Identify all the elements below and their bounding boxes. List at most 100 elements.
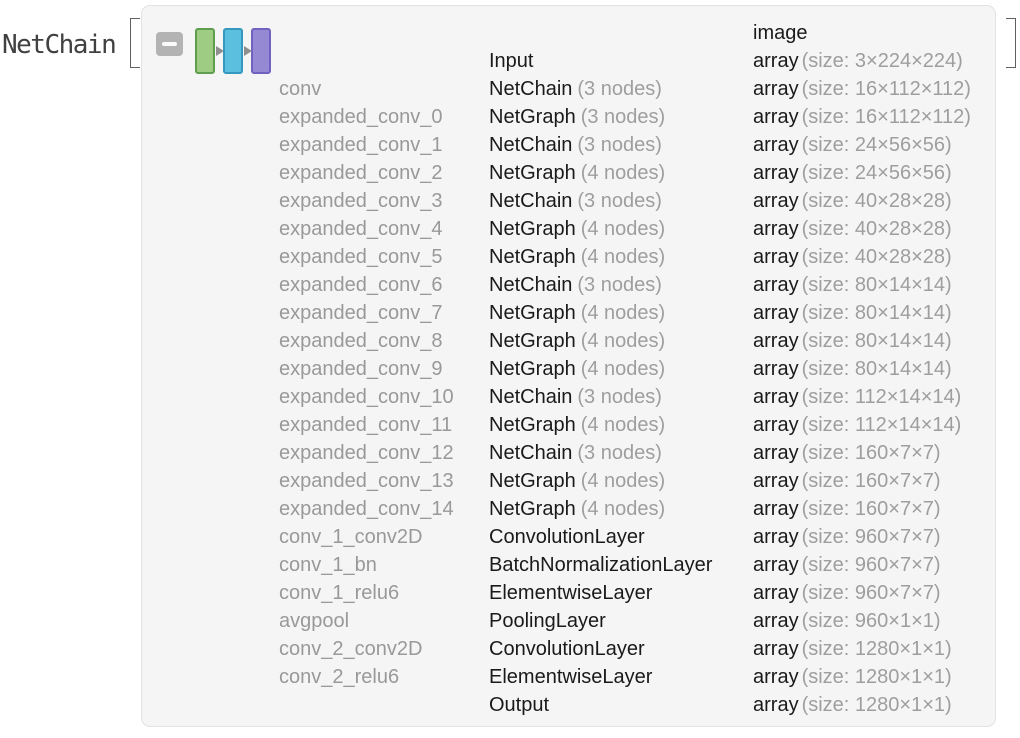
layer-name: expanded_conv_14	[279, 498, 454, 520]
table-row: expanded_conv_5 NetGraph(4 nodes) array(…	[142, 243, 995, 271]
open-bracket-glyph	[130, 18, 140, 68]
table-row: expanded_conv_3 NetChain(3 nodes) array(…	[142, 187, 995, 215]
output-size: array(size: 160×7×7)	[753, 498, 941, 520]
layer-node-count: (4 nodes)	[580, 162, 666, 184]
output-size: array(size: 1280×1×1)	[753, 666, 952, 688]
layer-type: ConvolutionLayer	[489, 526, 645, 548]
output-size: array(size: 40×28×28)	[753, 190, 952, 212]
layer-node-count: (4 nodes)	[580, 470, 666, 492]
layer-type: NetChain(3 nodes)	[489, 386, 662, 408]
output-size-detail: (size: 40×28×28)	[801, 218, 952, 240]
output-size: array(size: 960×7×7)	[753, 526, 941, 548]
layer-name: expanded_conv_6	[279, 274, 443, 296]
layer-name: expanded_conv_13	[279, 470, 454, 492]
layer-name: expanded_conv_3	[279, 190, 443, 212]
layer-type: NetGraph(4 nodes)	[489, 162, 666, 184]
layer-node-count: (4 nodes)	[580, 330, 666, 352]
output-size-detail: (size: 960×7×7)	[801, 582, 941, 604]
table-row: expanded_conv_7 NetGraph(4 nodes) array(…	[142, 299, 995, 327]
output-size-detail: (size: 960×7×7)	[801, 554, 941, 576]
output-size-detail: (size: 960×7×7)	[801, 526, 941, 548]
table-row: expanded_conv_12 NetChain(3 nodes) array…	[142, 439, 995, 467]
output-size-detail: (size: 80×14×14)	[801, 330, 952, 352]
layer-type: NetGraph(3 nodes)	[489, 106, 666, 128]
layer-name: conv_2_conv2D	[279, 638, 423, 660]
table-row: expanded_conv_8 NetGraph(4 nodes) array(…	[142, 327, 995, 355]
layer-node-count: (4 nodes)	[580, 498, 666, 520]
table-row: image	[142, 19, 995, 47]
output-size: array(size: 16×112×112)	[753, 78, 971, 100]
output-size-detail: (size: 24×56×56)	[801, 162, 952, 184]
collapse-button[interactable]	[156, 32, 183, 56]
table-row: conv_2_relu6 ElementwiseLayer array(size…	[142, 663, 995, 691]
layer-name: expanded_conv_0	[279, 106, 443, 128]
layer-node-count: (3 nodes)	[580, 106, 666, 128]
output-size: array(size: 40×28×28)	[753, 246, 952, 268]
layer-node-count: (4 nodes)	[580, 358, 666, 380]
output-size-detail: (size: 80×14×14)	[801, 302, 952, 324]
layer-name: expanded_conv_11	[279, 414, 453, 436]
output-size: array(size: 80×14×14)	[753, 330, 952, 352]
layer-name: avgpool	[279, 610, 350, 632]
output-size-detail: (size: 16×112×112)	[801, 78, 971, 100]
table-row: expanded_conv_4 NetGraph(4 nodes) array(…	[142, 215, 995, 243]
layer-type: NetGraph(4 nodes)	[489, 218, 666, 240]
table-row: expanded_conv_14 NetGraph(4 nodes) array…	[142, 495, 995, 523]
output-size-detail: (size: 1280×1×1)	[801, 694, 952, 716]
layer-name: expanded_conv_9	[279, 358, 443, 380]
layer-type: NetChain(3 nodes)	[489, 274, 662, 296]
layer-type: NetGraph(4 nodes)	[489, 470, 666, 492]
output-size: array(size: 1280×1×1)	[753, 694, 952, 716]
table-row: conv NetChain(3 nodes) array(size: 16×11…	[142, 75, 995, 103]
layer-node-count: (4 nodes)	[580, 302, 666, 324]
netchain-summary-panel: image Input array(size: 3×224×224) conv …	[141, 5, 996, 727]
minus-icon	[162, 41, 177, 47]
output-size: array(size: 160×7×7)	[753, 470, 941, 492]
layer-type: NetChain(3 nodes)	[489, 442, 662, 464]
layer-node-count: (3 nodes)	[577, 134, 662, 156]
output-size-detail: (size: 160×7×7)	[801, 470, 941, 492]
blue-layer-bar-icon	[223, 28, 243, 74]
output-size: array(size: 160×7×7)	[753, 442, 941, 464]
output-size: array(size: 24×56×56)	[753, 162, 952, 184]
output-size: array(size: 24×56×56)	[753, 134, 952, 156]
layer-name: expanded_conv_12	[279, 442, 454, 464]
output-size-detail: (size: 40×28×28)	[801, 246, 952, 268]
table-row: expanded_conv_0 NetGraph(3 nodes) array(…	[142, 103, 995, 131]
layer-name: expanded_conv_5	[279, 246, 443, 268]
layer-node-count: (3 nodes)	[577, 274, 662, 296]
layer-type: Input	[489, 50, 534, 72]
table-row: conv_2_conv2D ConvolutionLayer array(siz…	[142, 635, 995, 663]
output-size-detail: (size: 112×14×14)	[801, 414, 962, 436]
layer-type: NetGraph(4 nodes)	[489, 358, 666, 380]
output-size-detail: (size: 1280×1×1)	[801, 666, 952, 688]
layer-name: expanded_conv_2	[279, 162, 443, 184]
layer-node-count: (3 nodes)	[577, 190, 662, 212]
flow-arrow-icon	[216, 45, 224, 56]
table-row: avgpool PoolingLayer array(size: 960×1×1…	[142, 607, 995, 635]
layer-node-count: (3 nodes)	[577, 78, 662, 100]
layer-node-count: (3 nodes)	[577, 442, 662, 464]
table-row: expanded_conv_1 NetChain(3 nodes) array(…	[142, 131, 995, 159]
layer-node-count: (4 nodes)	[580, 414, 666, 436]
table-row: expanded_conv_9 NetGraph(4 nodes) array(…	[142, 355, 995, 383]
output-size-detail: (size: 3×224×224)	[801, 50, 963, 72]
output-size: array(size: 112×14×14)	[753, 414, 962, 436]
output-size-detail: (size: 1280×1×1)	[801, 638, 952, 660]
layer-name: expanded_conv_4	[279, 218, 443, 240]
close-bracket-glyph	[1006, 18, 1016, 68]
layer-name: expanded_conv_7	[279, 302, 443, 324]
layer-name: conv_1_bn	[279, 554, 377, 576]
table-row: conv_1_relu6 ElementwiseLayer array(size…	[142, 579, 995, 607]
table-row: expanded_conv_2 NetGraph(4 nodes) array(…	[142, 159, 995, 187]
output-size-detail: (size: 112×14×14)	[801, 386, 962, 408]
output-size: array(size: 960×1×1)	[753, 610, 941, 632]
layer-type: NetChain(3 nodes)	[489, 190, 662, 212]
output-size-detail: (size: 80×14×14)	[801, 358, 952, 380]
table-row: Output array(size: 1280×1×1)	[142, 691, 995, 719]
layer-type: BatchNormalizationLayer	[489, 554, 713, 576]
output-size-detail: (size: 16×112×112)	[801, 106, 971, 128]
output-size: array(size: 80×14×14)	[753, 274, 952, 296]
output-size: array(size: 16×112×112)	[753, 106, 971, 128]
layer-name: expanded_conv_8	[279, 330, 443, 352]
